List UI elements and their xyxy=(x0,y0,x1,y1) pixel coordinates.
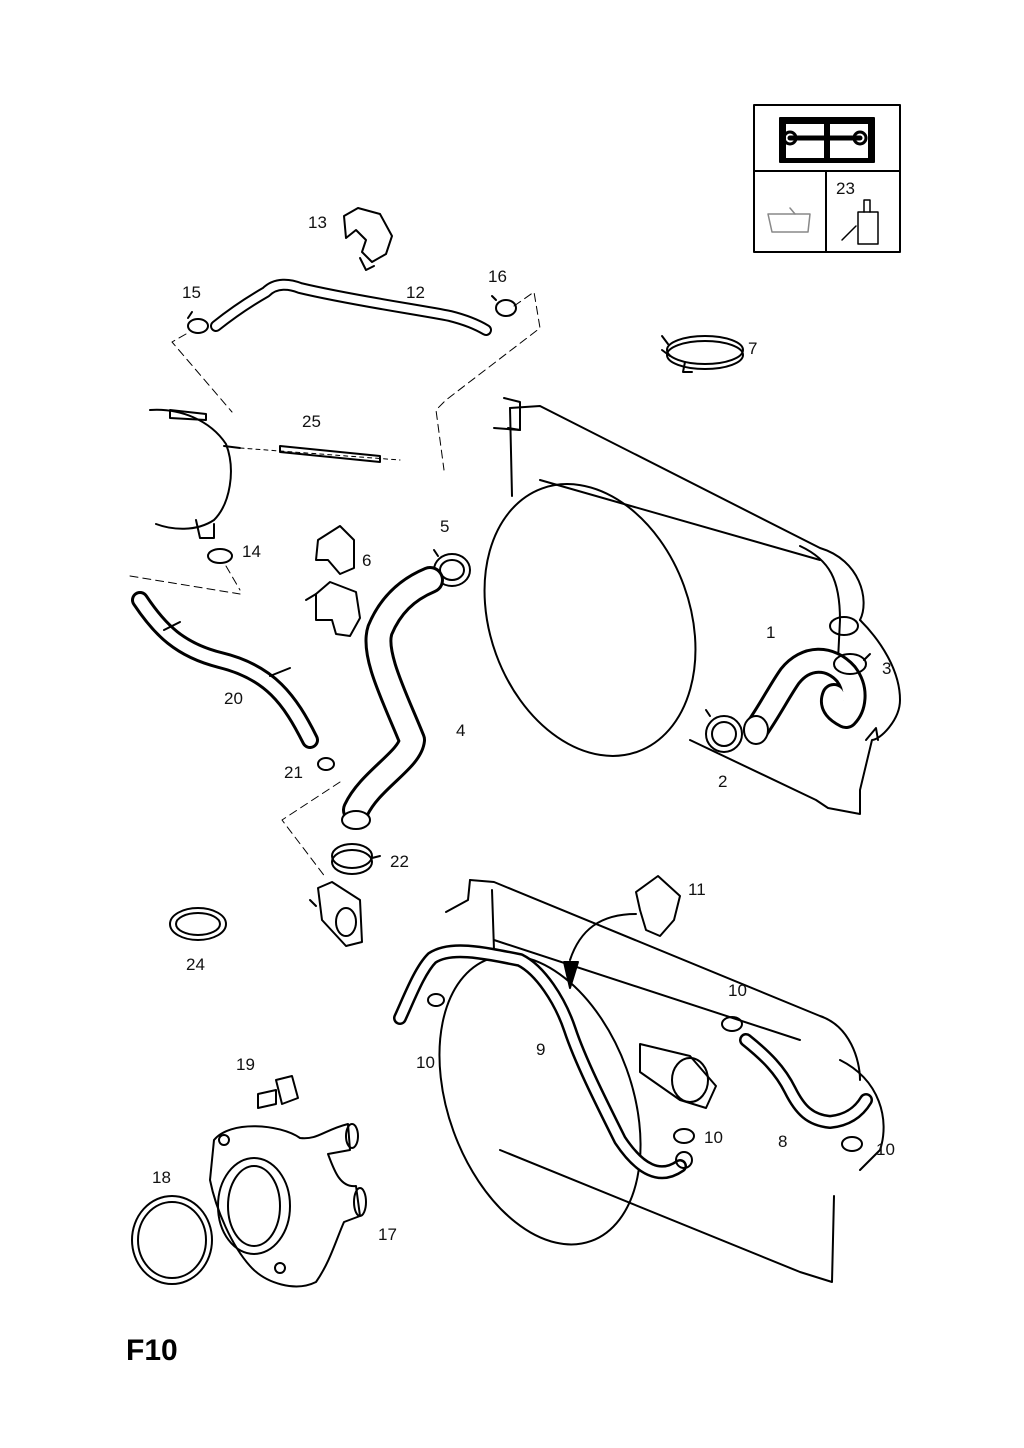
callout-10-top-right: 10 xyxy=(728,981,747,1000)
hose-9 xyxy=(393,944,693,1180)
callout-4: 4 xyxy=(456,721,466,740)
coolant-bottle-icon xyxy=(841,199,879,245)
callout-13: 13 xyxy=(308,213,327,232)
expansion-tank xyxy=(149,408,401,539)
thermostat-housing-17 xyxy=(209,1123,367,1288)
callout-24: 24 xyxy=(186,955,205,974)
callout-1: 1 xyxy=(766,623,776,642)
legend-box xyxy=(753,104,901,253)
page-code: F10 xyxy=(126,1334,178,1367)
fan-motor xyxy=(639,1043,717,1109)
callout-18: 18 xyxy=(152,1168,171,1187)
hose-12 xyxy=(210,278,492,336)
gasket-18 xyxy=(131,1195,213,1285)
callout-8: 8 xyxy=(778,1132,788,1151)
hose-20 xyxy=(131,591,319,749)
overflow-pipe-25 xyxy=(279,445,381,463)
callout-22: 22 xyxy=(390,852,409,871)
callout-17: 17 xyxy=(378,1225,397,1244)
water-outlet-housing xyxy=(309,881,363,947)
callout-12: 12 xyxy=(406,283,425,302)
callout-6: 6 xyxy=(362,551,372,570)
callout-11: 11 xyxy=(688,880,706,899)
callout-19: 19 xyxy=(236,1055,255,1074)
callout-25: 25 xyxy=(302,412,321,431)
hose-8 xyxy=(739,1033,873,1129)
clip-13 xyxy=(343,207,393,271)
callout-10-right: 10 xyxy=(876,1140,895,1159)
o-ring-24 xyxy=(169,907,227,941)
clamp-16 xyxy=(491,295,517,317)
clamp-7 xyxy=(661,335,744,373)
callout-21: 21 xyxy=(284,763,303,782)
callout-2: 2 xyxy=(718,772,728,791)
radiator-top xyxy=(483,397,901,815)
clamp-3 xyxy=(833,653,871,675)
bracket-6 xyxy=(305,525,361,637)
callout-10-left: 10 xyxy=(416,1053,435,1072)
hose-4 xyxy=(341,566,444,830)
clamp-15 xyxy=(187,311,209,334)
callout-5: 5 xyxy=(440,517,450,536)
clamp-14 xyxy=(207,548,233,564)
leader-lines xyxy=(129,291,541,879)
callout-9: 9 xyxy=(536,1040,546,1059)
drain-pan-icon xyxy=(767,207,811,233)
callout-10-center: 10 xyxy=(704,1128,723,1147)
bolt-19 xyxy=(257,1075,299,1109)
clamp-21 xyxy=(317,757,335,771)
callout-7: 7 xyxy=(748,339,758,358)
hose-1 xyxy=(743,647,867,745)
clamps-10 xyxy=(427,993,863,1152)
callout-14: 14 xyxy=(242,542,261,561)
callout-15: 15 xyxy=(182,283,201,302)
radiator-bottom xyxy=(438,879,885,1283)
callout-23: 23 xyxy=(836,179,855,198)
callout-3: 3 xyxy=(882,659,892,678)
callout-20: 20 xyxy=(224,689,243,708)
clamp-2 xyxy=(705,709,743,753)
repair-manual-icon xyxy=(779,117,875,163)
clamp-22 xyxy=(331,843,381,875)
bracket-11 xyxy=(563,875,681,989)
callout-16: 16 xyxy=(488,267,507,286)
